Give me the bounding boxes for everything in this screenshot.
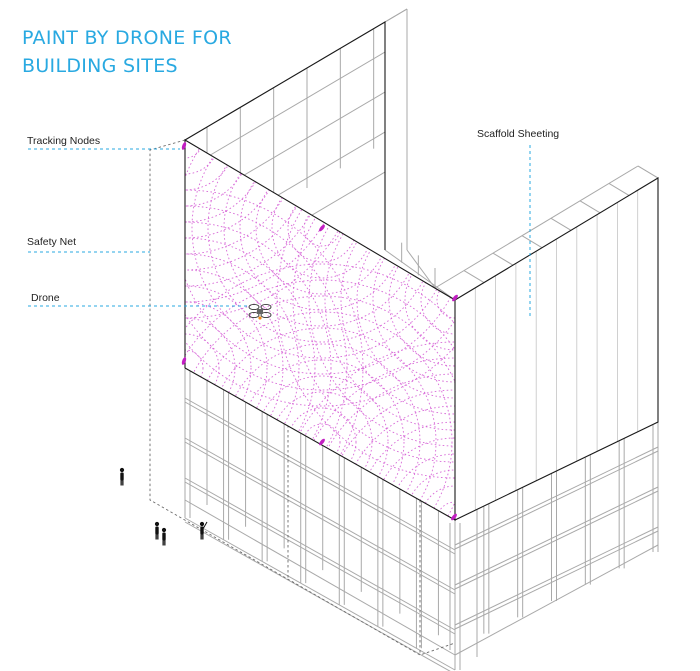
title-line-2: BUILDING SITES [22, 55, 178, 77]
label-tracking-nodes: Tracking Nodes [27, 135, 101, 147]
tracking-node-icon [319, 438, 325, 446]
people-silhouettes [119, 467, 208, 546]
tracking-node-icon [451, 513, 457, 521]
title-line-1: PAINT BY DRONE FOR [22, 27, 232, 49]
scaffold-sheeting-seams [474, 190, 639, 511]
tracking-node-icon [319, 224, 325, 232]
tracking-nodes [181, 142, 458, 521]
person-silhouette-icon [154, 521, 160, 540]
callout-leaders [28, 145, 531, 318]
tracking-node-icon [452, 294, 458, 302]
tracking-node-icon [181, 142, 187, 150]
person-silhouette-icon [119, 467, 125, 486]
quadcopter-icon [248, 303, 272, 320]
label-safety-net: Safety Net [27, 236, 77, 248]
scaffold-frame [184, 8, 659, 671]
paint-surface-sheet [185, 140, 455, 520]
label-scaffold-sheeting: Scaffold Sheeting [477, 128, 560, 140]
person-silhouette-icon [199, 521, 208, 540]
page-title: PAINT BY DRONE FOR BUILDING SITES [22, 24, 232, 80]
person-silhouette-icon [161, 527, 167, 546]
tracking-node-icon [181, 357, 187, 365]
label-drone: Drone [31, 292, 60, 304]
